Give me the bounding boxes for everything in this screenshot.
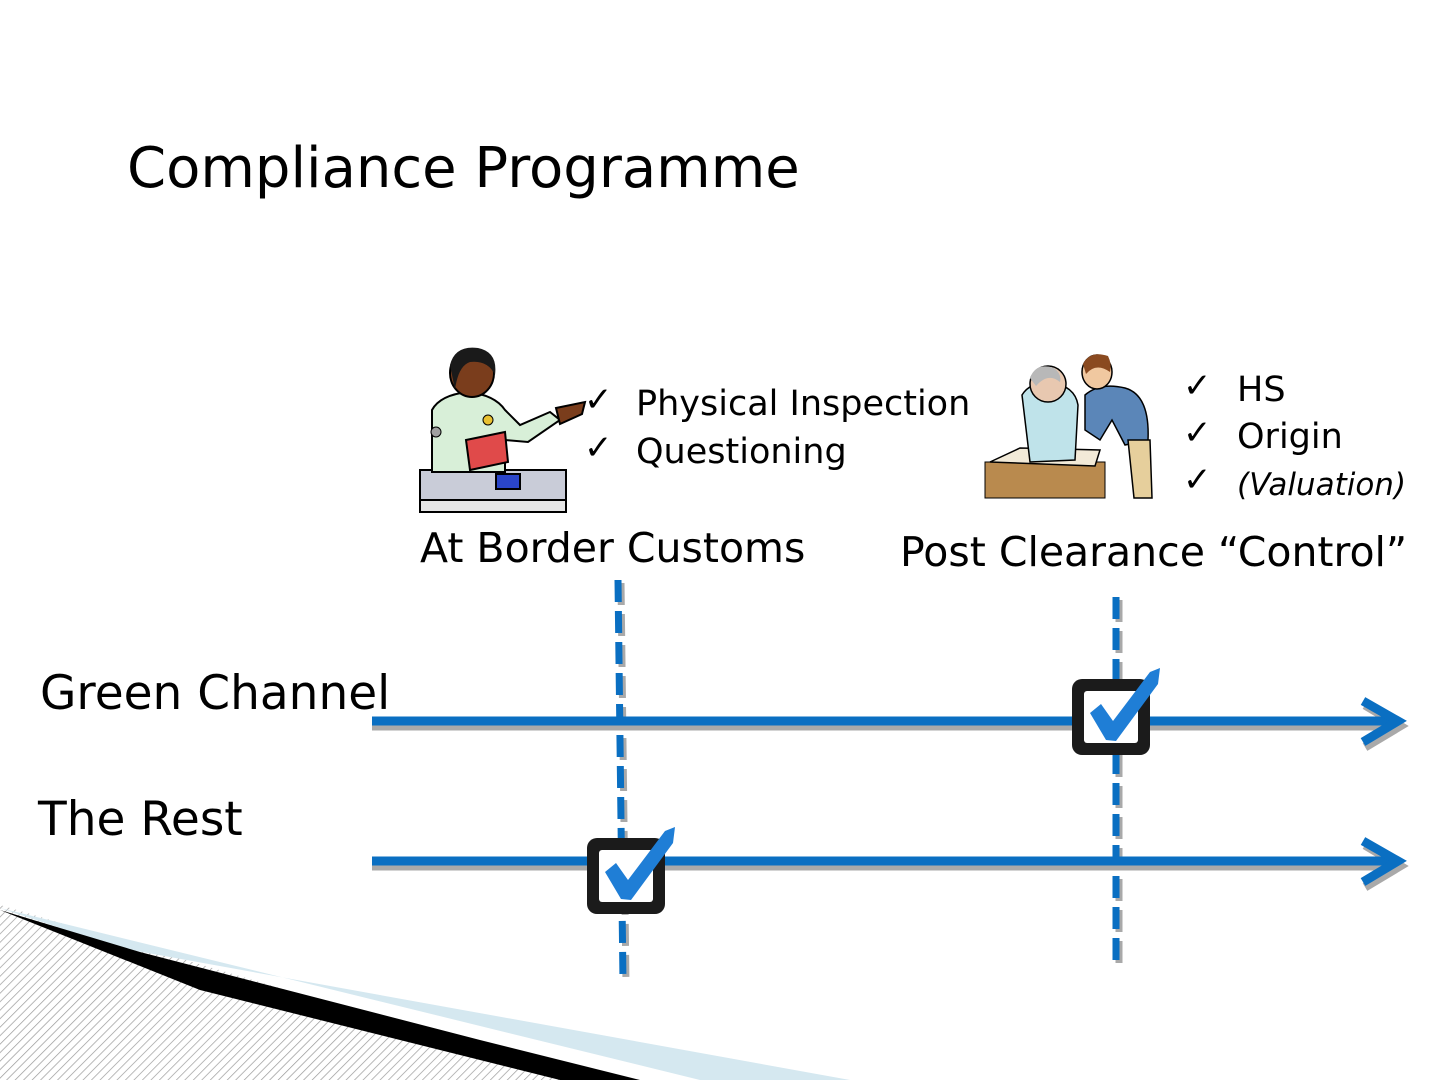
the-rest-arrow (372, 837, 1409, 891)
auditors-icon (984, 354, 1153, 499)
post-clearance-label: Post Clearance “Control” (900, 528, 1408, 576)
check-mark-icon: ✓ (1183, 460, 1212, 500)
checked-checkbox-icon (587, 827, 675, 914)
customs-officer-icon (419, 347, 587, 513)
check-item-label: Questioning (636, 432, 847, 472)
check-mark-icon: ✓ (1183, 413, 1212, 453)
check-item: ✓ Origin (1183, 413, 1406, 461)
the-rest-label: The Rest (38, 792, 243, 847)
page-title: Compliance Programme (127, 136, 800, 201)
check-item-label: HS (1237, 370, 1286, 410)
green-channel-arrow (372, 697, 1409, 751)
border-customs-label: At Border Customs (420, 524, 806, 572)
check-item-label: Physical Inspection (636, 384, 971, 424)
check-mark-icon: ✓ (1183, 366, 1212, 406)
border-dashed-line (614, 579, 630, 986)
post-dashed-line (1112, 597, 1123, 972)
check-item: ✓ Physical Inspection (584, 380, 970, 428)
check-item: ✓ (Valuation) (1183, 460, 1407, 509)
check-mark-icon: ✓ (584, 380, 613, 420)
check-item-label: (Valuation) (1237, 467, 1407, 503)
green-channel-label: Green Channel (40, 666, 391, 721)
checked-checkbox-icon (1072, 668, 1160, 755)
border-checklist: ✓ Physical Inspection ✓ Questioning (584, 380, 970, 476)
post-clearance-checklist: ✓ HS ✓ Origin ✓ (Valuation) (1183, 366, 1407, 509)
check-item: ✓ Questioning (584, 428, 970, 476)
check-item-label: Origin (1237, 417, 1343, 457)
corner-decoration (0, 905, 850, 1080)
check-item: ✓ HS (1183, 366, 1406, 414)
check-mark-icon: ✓ (584, 428, 613, 468)
